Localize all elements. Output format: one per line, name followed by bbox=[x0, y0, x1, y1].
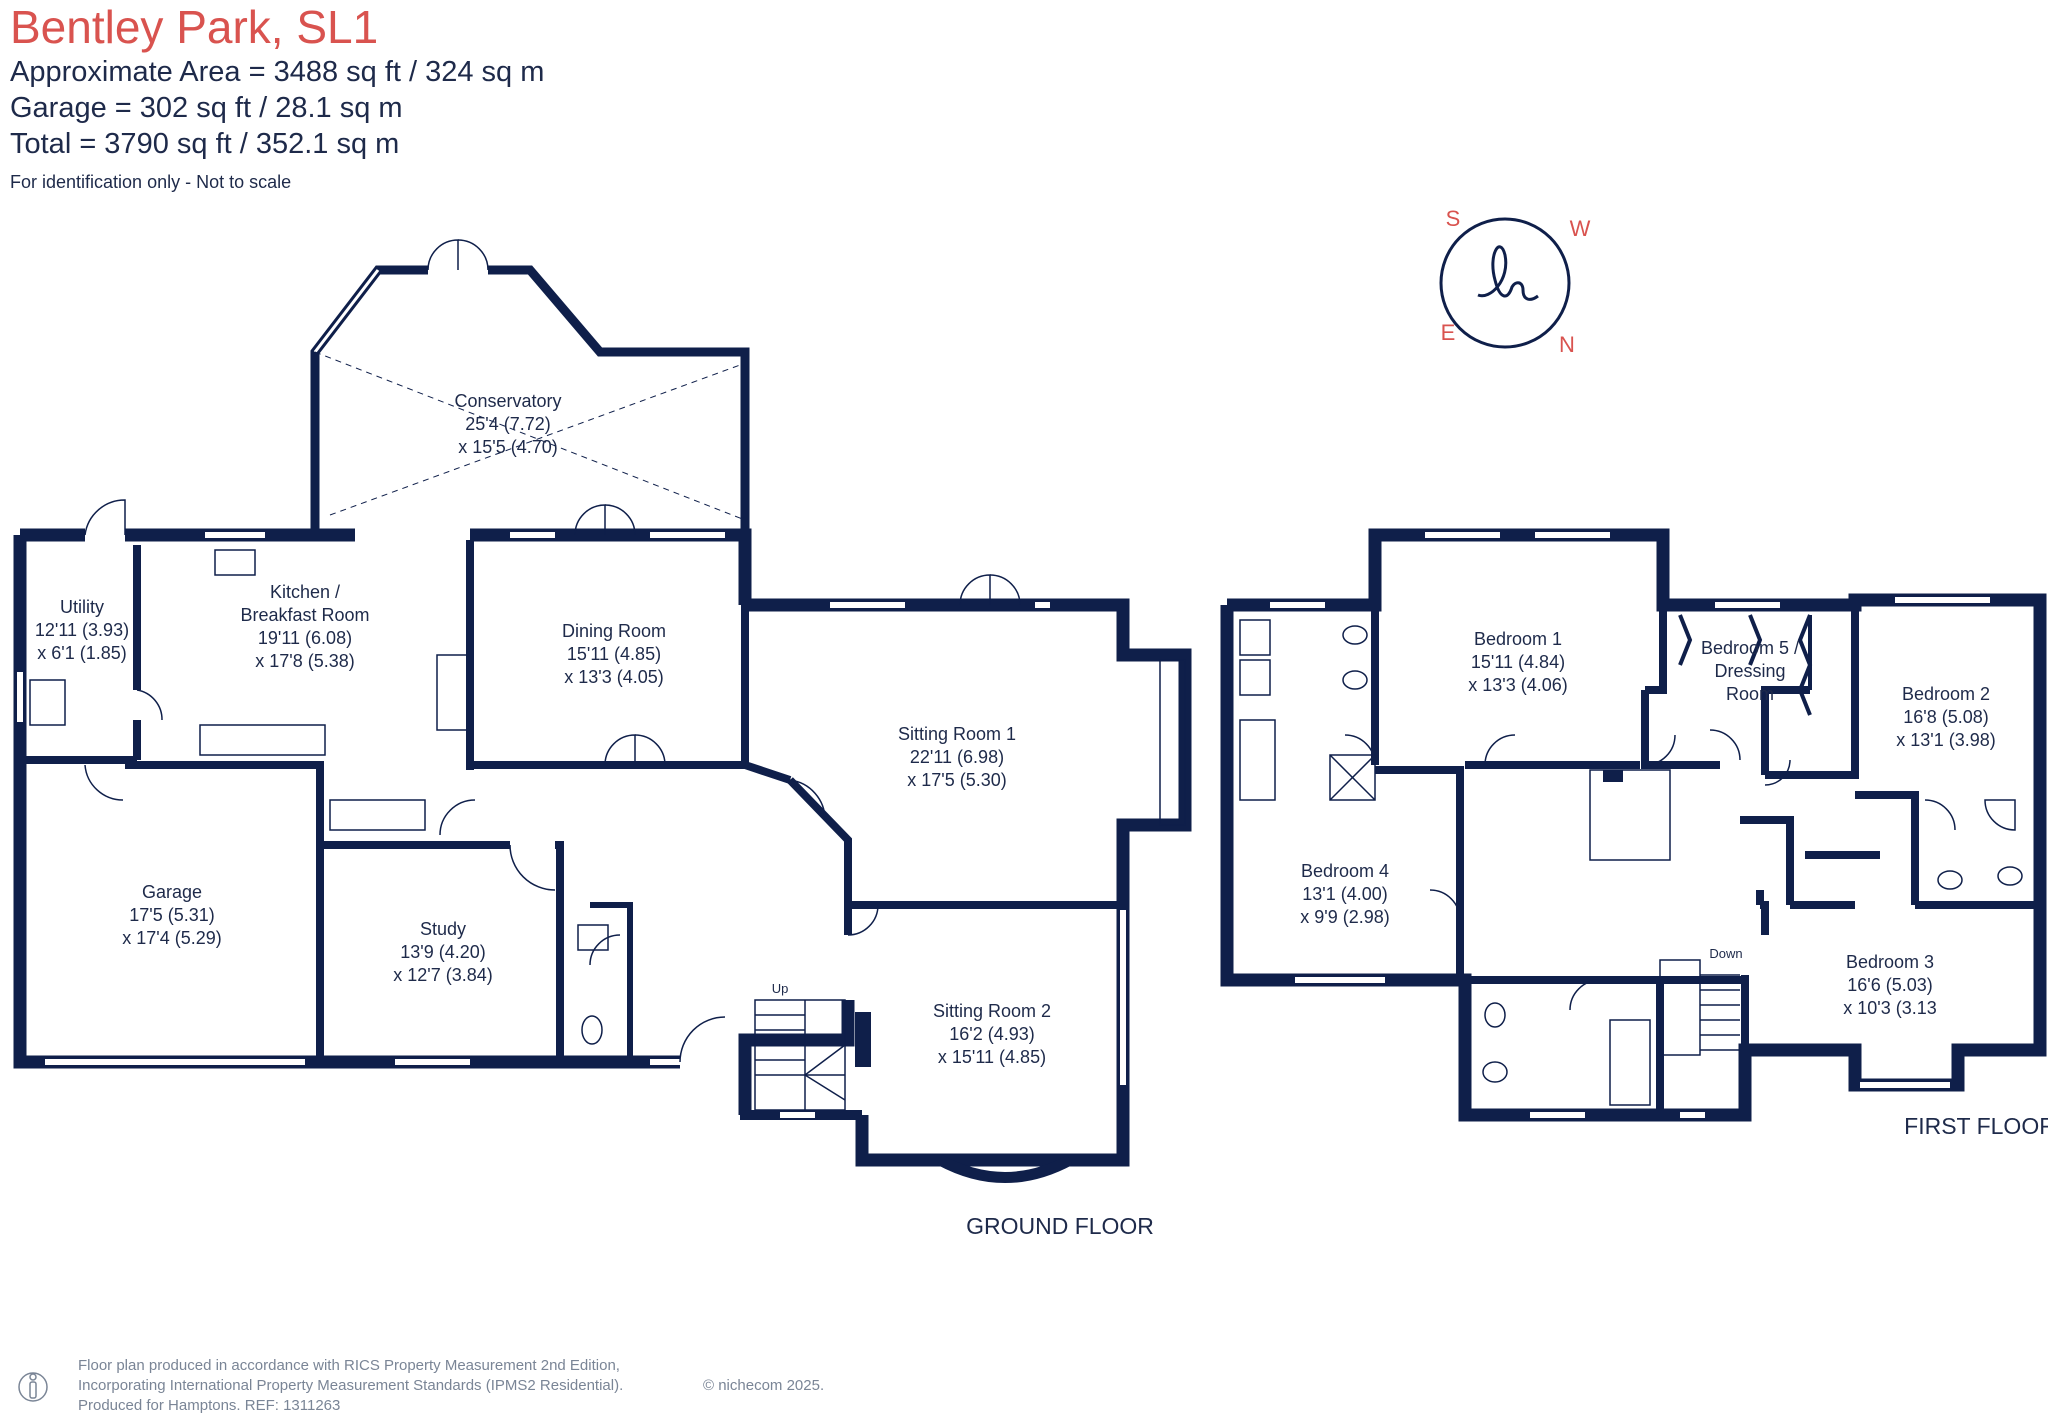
chimney-block bbox=[855, 1012, 871, 1067]
utility-dim1: 12'11 (3.93) bbox=[35, 620, 129, 640]
bedroom2-dim2: x 13'1 (3.98) bbox=[1896, 730, 1996, 750]
bedroom5-name2: Dressing bbox=[1714, 661, 1785, 681]
footer-copyright: © nichecom 2025. bbox=[703, 1377, 825, 1394]
bedroom1-dim2: x 13'3 (4.06) bbox=[1468, 675, 1568, 695]
room-label-utility: Utility 12'11 (3.93) x 6'1 (1.85) bbox=[35, 597, 129, 663]
sitting1-name: Sitting Room 1 bbox=[898, 724, 1016, 744]
scale-note: For identification only - Not to scale bbox=[10, 172, 292, 192]
wc-toilet bbox=[581, 1015, 603, 1045]
bedroom1-dim1: 15'11 (4.84) bbox=[1471, 652, 1565, 672]
bedroom2-name: Bedroom 2 bbox=[1902, 684, 1990, 704]
ground-floor-label: GROUND FLOOR bbox=[966, 1213, 1154, 1239]
garage-name: Garage bbox=[142, 882, 202, 902]
bedroom3-name: Bedroom 3 bbox=[1846, 952, 1934, 972]
wc-basin bbox=[577, 924, 609, 951]
room-label-bedroom4: Bedroom 4 13'1 (4.00) x 9'9 (2.98) bbox=[1300, 861, 1389, 927]
bedroom5-name1: Bedroom 5 / bbox=[1701, 638, 1799, 658]
compass-letter-s: S bbox=[1446, 206, 1461, 231]
bay-window bbox=[937, 1155, 1073, 1183]
utility-name: Utility bbox=[60, 597, 104, 617]
room-label-conservatory: Conservatory 25'4 (7.72) x 15'5 (4.70) bbox=[454, 391, 561, 457]
kitchen-dim2: x 17'8 (5.38) bbox=[255, 651, 355, 671]
garage-dim2: x 17'4 (5.29) bbox=[122, 928, 222, 948]
footer-line1: Floor plan produced in accordance with R… bbox=[78, 1357, 620, 1374]
kitchen-sink bbox=[214, 549, 256, 576]
approximate-area: Approximate Area = 3488 sq ft / 324 sq m bbox=[10, 56, 545, 88]
sitting2-dim1: 16'2 (4.93) bbox=[949, 1024, 1035, 1044]
compass-letter-n: N bbox=[1559, 332, 1575, 357]
first-outer-wall bbox=[1220, 528, 2047, 1122]
bedroom3-dim1: 16'6 (5.03) bbox=[1847, 975, 1933, 995]
room-label-garage: Garage 17'5 (5.31) x 17'4 (5.29) bbox=[122, 882, 222, 948]
conservatory-dim1: 25'4 (7.72) bbox=[465, 414, 551, 434]
garage-dim1: 17'5 (5.31) bbox=[129, 905, 215, 925]
first-floor-label: FIRST FLOOR bbox=[1904, 1113, 2048, 1139]
kitchen-counter bbox=[199, 724, 326, 756]
dining-dim2: x 13'3 (4.05) bbox=[564, 667, 664, 687]
footer-line3: Produced for Hamptons. REF: 1311263 bbox=[78, 1397, 341, 1414]
fireplace bbox=[1159, 659, 1186, 826]
bedroom1-name: Bedroom 1 bbox=[1474, 629, 1562, 649]
garage-area: Garage = 302 sq ft / 28.1 sq m bbox=[10, 92, 403, 124]
room-label-dining: Dining Room 15'11 (4.85) x 13'3 (4.05) bbox=[562, 621, 666, 687]
compass-logo bbox=[1439, 217, 1571, 349]
room-label-kitchen: Kitchen / Breakfast Room 19'11 (6.08) x … bbox=[240, 582, 369, 671]
kitchen-counter-2 bbox=[329, 799, 426, 831]
sitting1-dim1: 22'11 (6.98) bbox=[910, 747, 1004, 767]
conservatory-dim2: x 15'5 (4.70) bbox=[458, 437, 558, 457]
room-label-sitting2: Sitting Room 2 16'2 (4.93) x 15'11 (4.85… bbox=[933, 1001, 1051, 1067]
room-label-sitting1: Sitting Room 1 22'11 (6.98) x 17'5 (5.30… bbox=[898, 724, 1016, 790]
bedroom5-name3: Room bbox=[1726, 684, 1774, 704]
stairs-up-label: Up bbox=[772, 981, 789, 996]
dining-dim1: 15'11 (4.85) bbox=[567, 644, 661, 664]
property-title: Bentley Park, SL1 bbox=[10, 1, 379, 53]
sitting1-dim2: x 17'5 (5.30) bbox=[907, 770, 1007, 790]
room-label-bedroom5: Bedroom 5 / Dressing Room bbox=[1701, 638, 1799, 704]
ground-windows bbox=[17, 532, 1126, 1118]
utility-sink bbox=[29, 679, 66, 726]
kitchen-name2: Breakfast Room bbox=[240, 605, 369, 625]
room-label-bedroom2: Bedroom 2 16'8 (5.08) x 13'1 (3.98) bbox=[1896, 684, 1996, 750]
compass-letter-w: W bbox=[1570, 216, 1591, 241]
first-fittings bbox=[1239, 619, 2023, 1106]
kitchen-name1: Kitchen / bbox=[270, 582, 340, 602]
bedroom4-name: Bedroom 4 bbox=[1301, 861, 1389, 881]
bedroom3-dim2: x 10'3 (3.13 bbox=[1843, 998, 1937, 1018]
utility-dim2: x 6'1 (1.85) bbox=[37, 643, 126, 663]
stairs-down-label: Down bbox=[1709, 946, 1742, 961]
person-icon bbox=[18, 1372, 48, 1402]
footer-text: Floor plan produced in accordance with R… bbox=[78, 1356, 623, 1416]
ground-stairs bbox=[754, 999, 846, 1111]
kitchen-dim1: 19'11 (6.08) bbox=[258, 628, 352, 648]
conservatory-name: Conservatory bbox=[454, 391, 561, 411]
total-area: Total = 3790 sq ft / 352.1 sq m bbox=[10, 128, 400, 160]
room-label-bedroom3: Bedroom 3 16'6 (5.03) x 10'3 (3.13 bbox=[1843, 952, 1937, 1018]
compass-letter-e: E bbox=[1441, 320, 1456, 345]
study-name: Study bbox=[420, 919, 466, 939]
footer-line2: Incorporating International Property Mea… bbox=[78, 1377, 624, 1394]
ground-doors bbox=[84, 239, 1021, 1063]
first-floor bbox=[1220, 528, 2047, 1122]
study-dim1: 13'9 (4.20) bbox=[400, 942, 486, 962]
conservatory-walls bbox=[310, 265, 750, 530]
kitchen-unit bbox=[436, 654, 470, 731]
bedroom4-dim1: 13'1 (4.00) bbox=[1302, 884, 1388, 904]
bedroom2-dim1: 16'8 (5.08) bbox=[1903, 707, 1989, 727]
study-dim2: x 12'7 (3.84) bbox=[393, 965, 493, 985]
room-label-study: Study 13'9 (4.20) x 12'7 (3.84) bbox=[393, 919, 493, 985]
bedroom4-dim2: x 9'9 (2.98) bbox=[1300, 907, 1389, 927]
dining-name: Dining Room bbox=[562, 621, 666, 641]
sitting2-dim2: x 15'11 (4.85) bbox=[938, 1047, 1046, 1067]
flue-block bbox=[1603, 770, 1623, 782]
room-label-bedroom1: Bedroom 1 15'11 (4.84) x 13'3 (4.06) bbox=[1468, 629, 1568, 695]
first-windows bbox=[1270, 532, 1990, 1118]
sitting2-name: Sitting Room 2 bbox=[933, 1001, 1051, 1021]
